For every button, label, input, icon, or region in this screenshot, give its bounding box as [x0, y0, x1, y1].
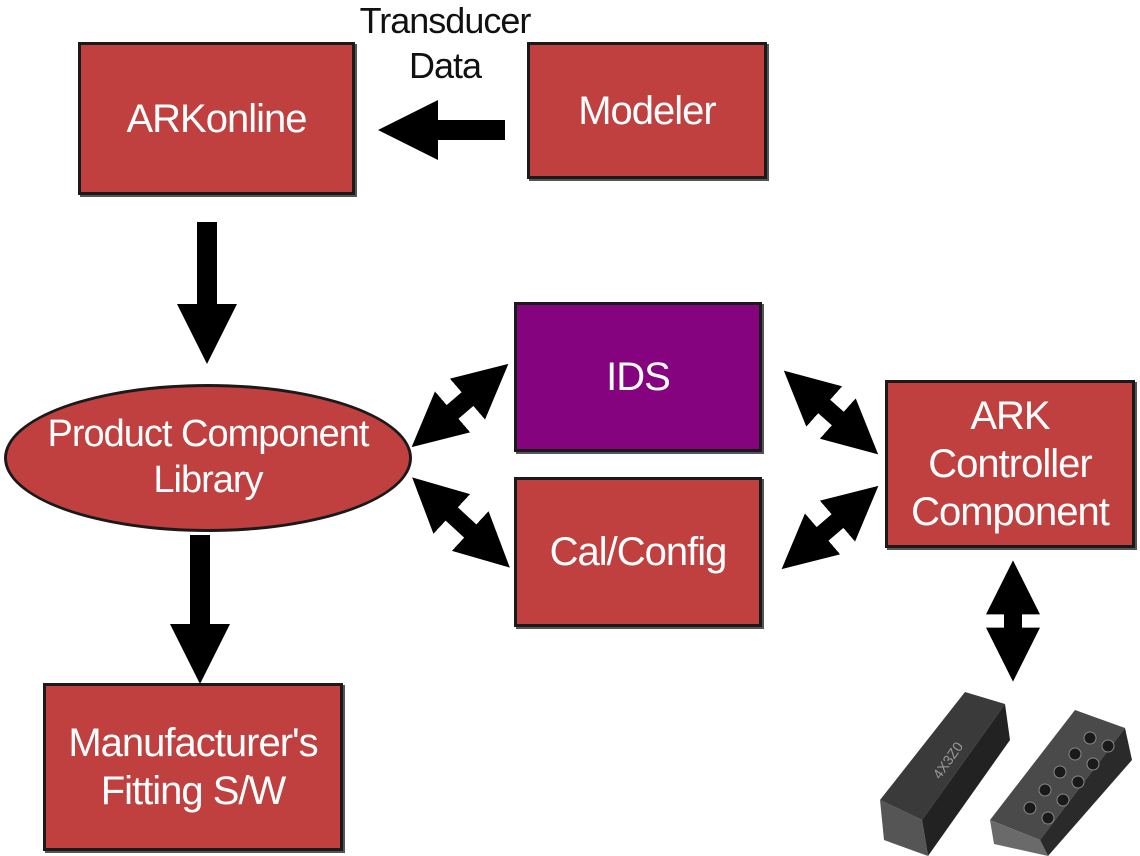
node-cal-config: Cal/Config — [514, 477, 762, 627]
node-cal-config-label: Cal/Config — [549, 530, 728, 574]
node-modeler: Modeler — [527, 42, 767, 179]
node-product-component-library: Product Component Library — [4, 384, 412, 532]
node-arkonline-label: ARKonline — [126, 96, 307, 141]
node-pcl-label: Product Component Library — [47, 413, 370, 501]
arrow-calconfig-ark — [781, 485, 879, 570]
node-ark-controller-label: ARK Controller Component — [911, 394, 1110, 534]
transducer-data-label: Transducer Data — [359, 0, 532, 86]
node-fitting-label: Manufacturer's Fitting S/W — [68, 721, 318, 813]
node-ids: IDS — [514, 302, 762, 452]
arrow-ids-ark — [783, 370, 879, 455]
arrow-pcl-calconfig — [412, 477, 510, 568]
node-ids-label: IDS — [606, 355, 671, 399]
chip-hardware-image: 4X3Z0 — [880, 692, 1132, 856]
node-ark-controller-component: ARK Controller Component — [885, 380, 1135, 548]
arrow-pcl-ids — [411, 363, 509, 448]
node-arkonline: ARKonline — [78, 42, 355, 195]
node-modeler-label: Modeler — [578, 88, 717, 133]
node-manufacturer-fitting: Manufacturer's Fitting S/W — [43, 683, 343, 851]
